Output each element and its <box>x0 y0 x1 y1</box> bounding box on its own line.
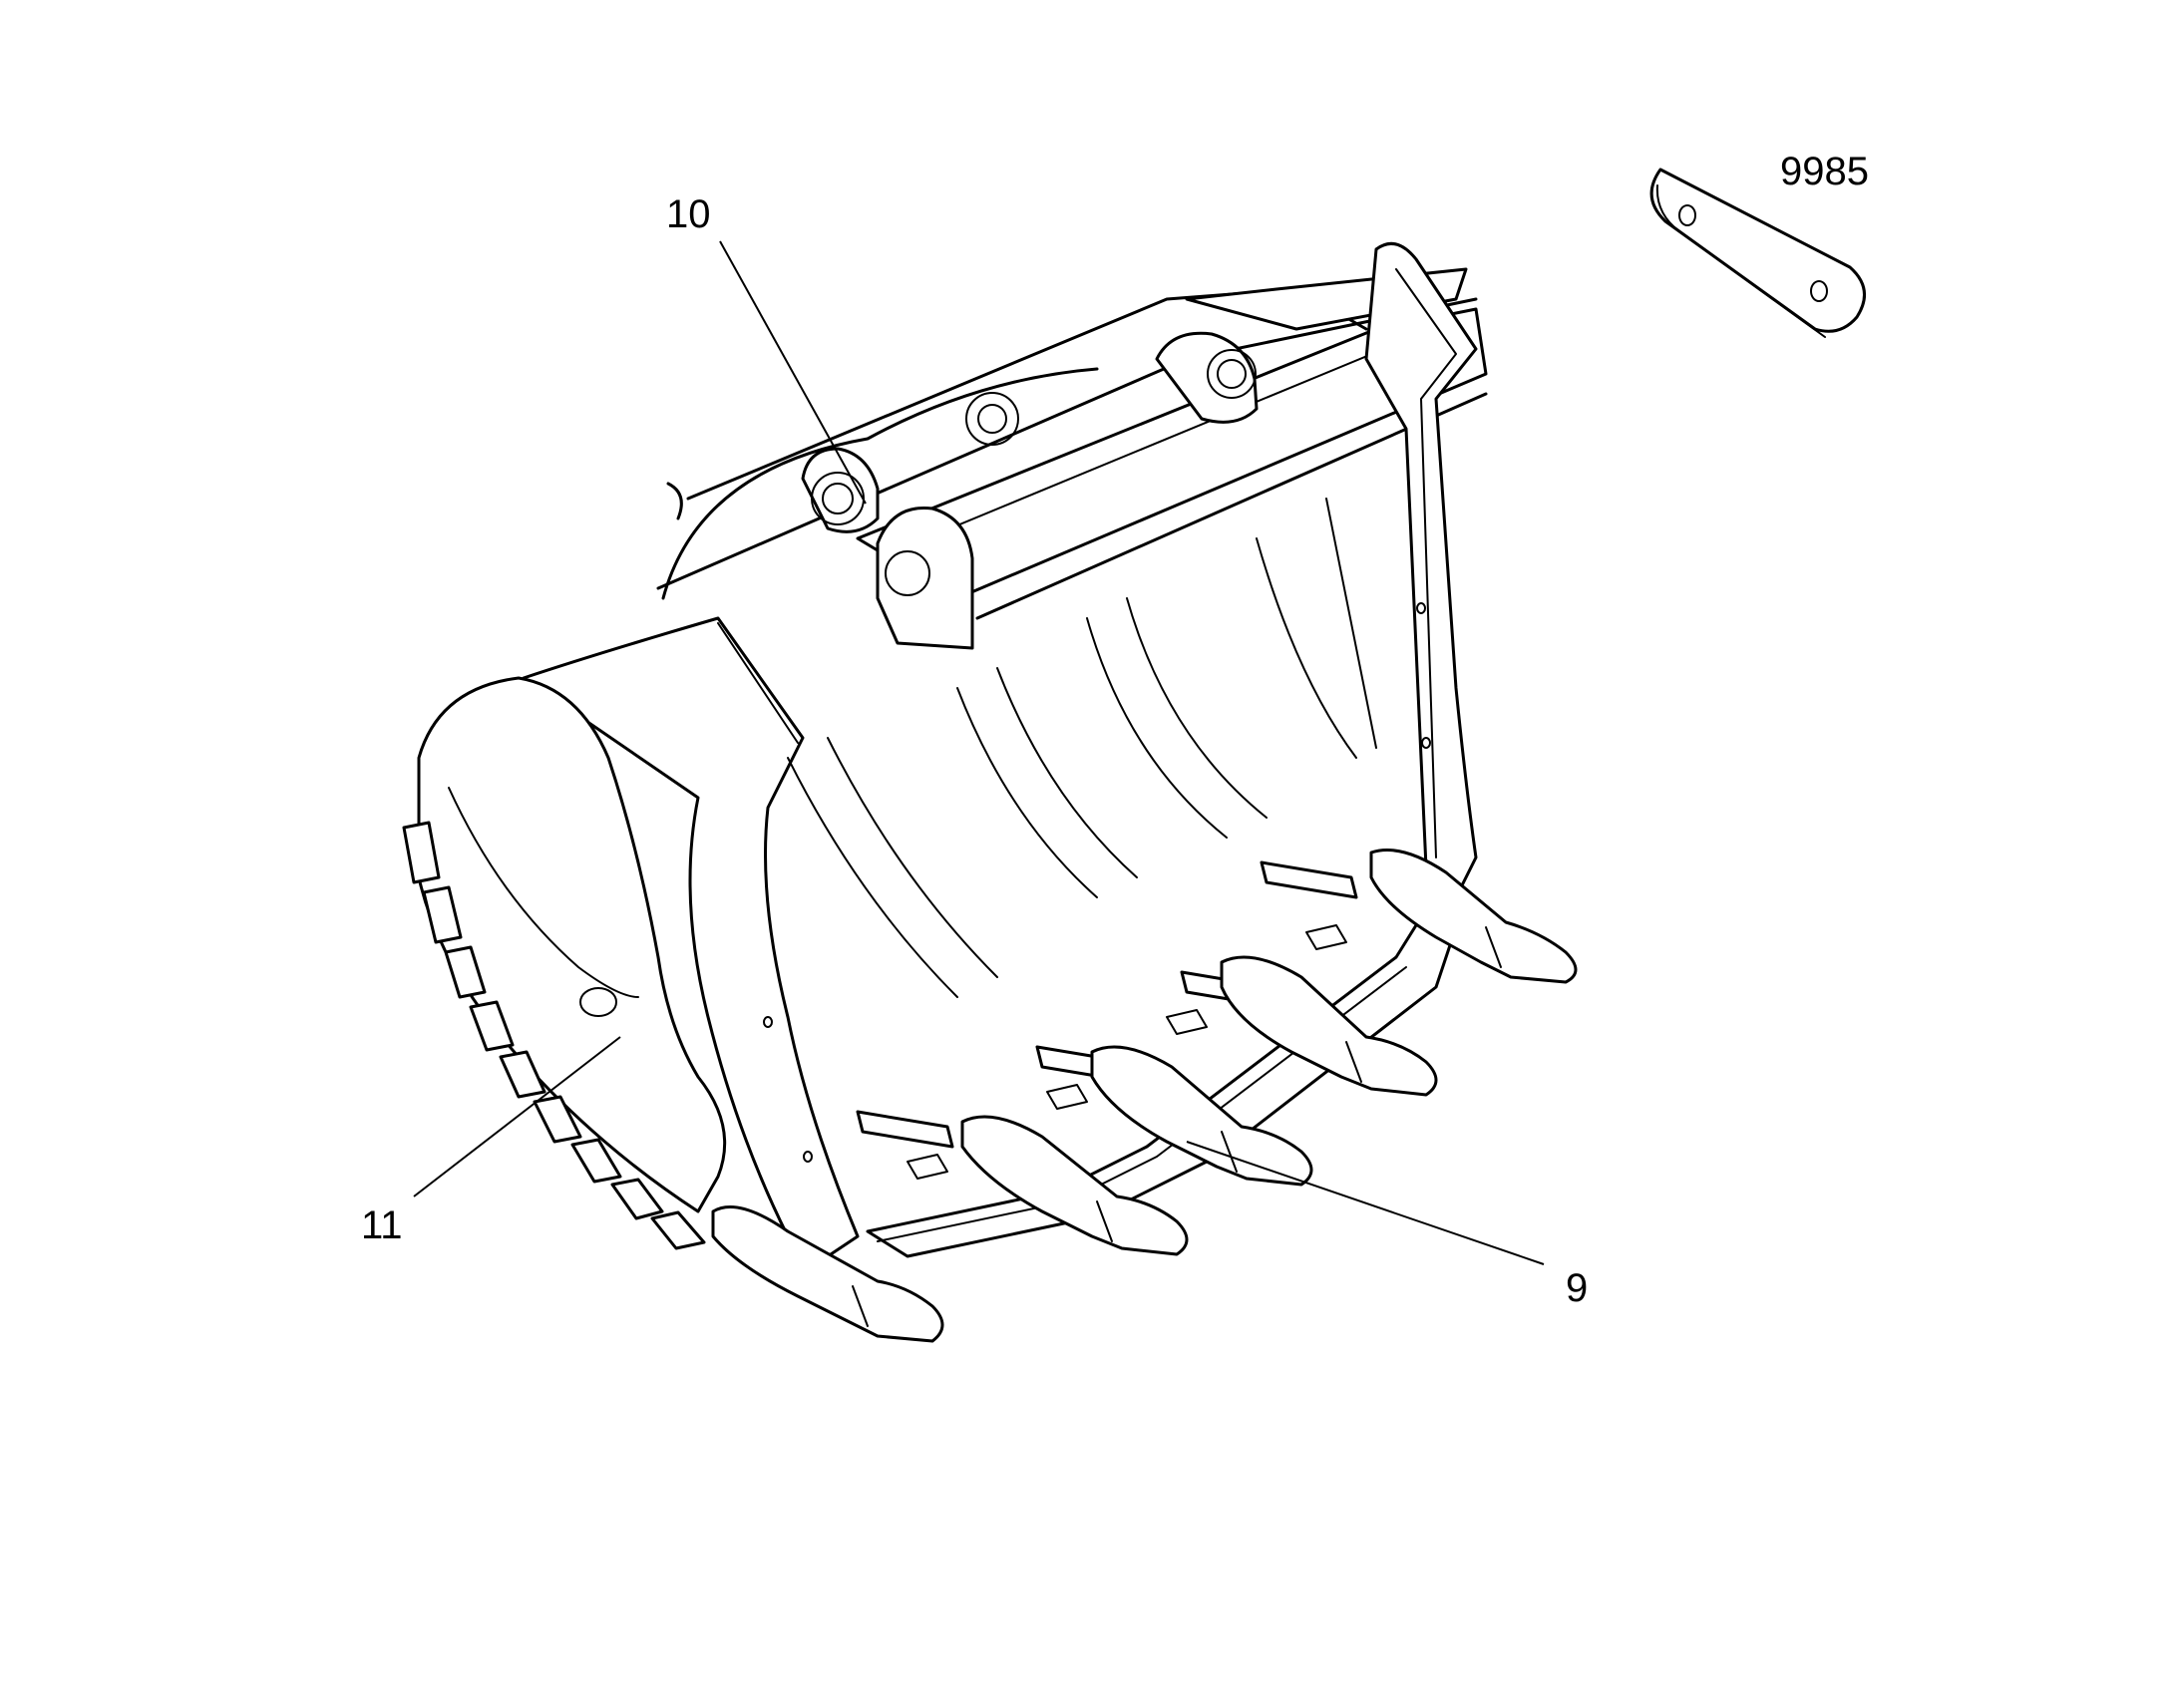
link-plate-part-9985[interactable] <box>1649 168 1866 338</box>
tooth-5 <box>1369 849 1578 984</box>
callout-10[interactable]: 10 <box>666 192 867 505</box>
callout-label-10: 10 <box>666 192 711 236</box>
center-pin <box>965 392 1019 446</box>
tooth-1 <box>711 1205 944 1343</box>
callout-9[interactable]: 9 <box>1186 1141 1588 1310</box>
callout-label-9: 9 <box>1566 1266 1588 1310</box>
bucket-assembly <box>402 241 1578 1343</box>
callout-11[interactable]: 11 <box>361 1036 621 1247</box>
mounting-ear-left <box>801 447 880 533</box>
callout-label-9985: 9985 <box>1780 150 1869 193</box>
callout-label-11: 11 <box>361 1203 403 1247</box>
bucket-teeth <box>711 849 1578 1343</box>
leader-line-9 <box>1186 1141 1545 1265</box>
mounting-ear-left-front <box>876 506 974 650</box>
tooth-4 <box>1220 955 1438 1097</box>
edge-bolt-plates <box>907 924 1347 1180</box>
tooth-3 <box>1090 1045 1313 1187</box>
tooth-2 <box>960 1115 1189 1256</box>
leader-line-10 <box>719 240 867 505</box>
callout-9985[interactable]: 9985 <box>1780 150 1869 193</box>
leader-line-11 <box>413 1036 621 1197</box>
side-wear-strips <box>402 821 706 1250</box>
mounting-ear-right <box>1155 331 1259 424</box>
